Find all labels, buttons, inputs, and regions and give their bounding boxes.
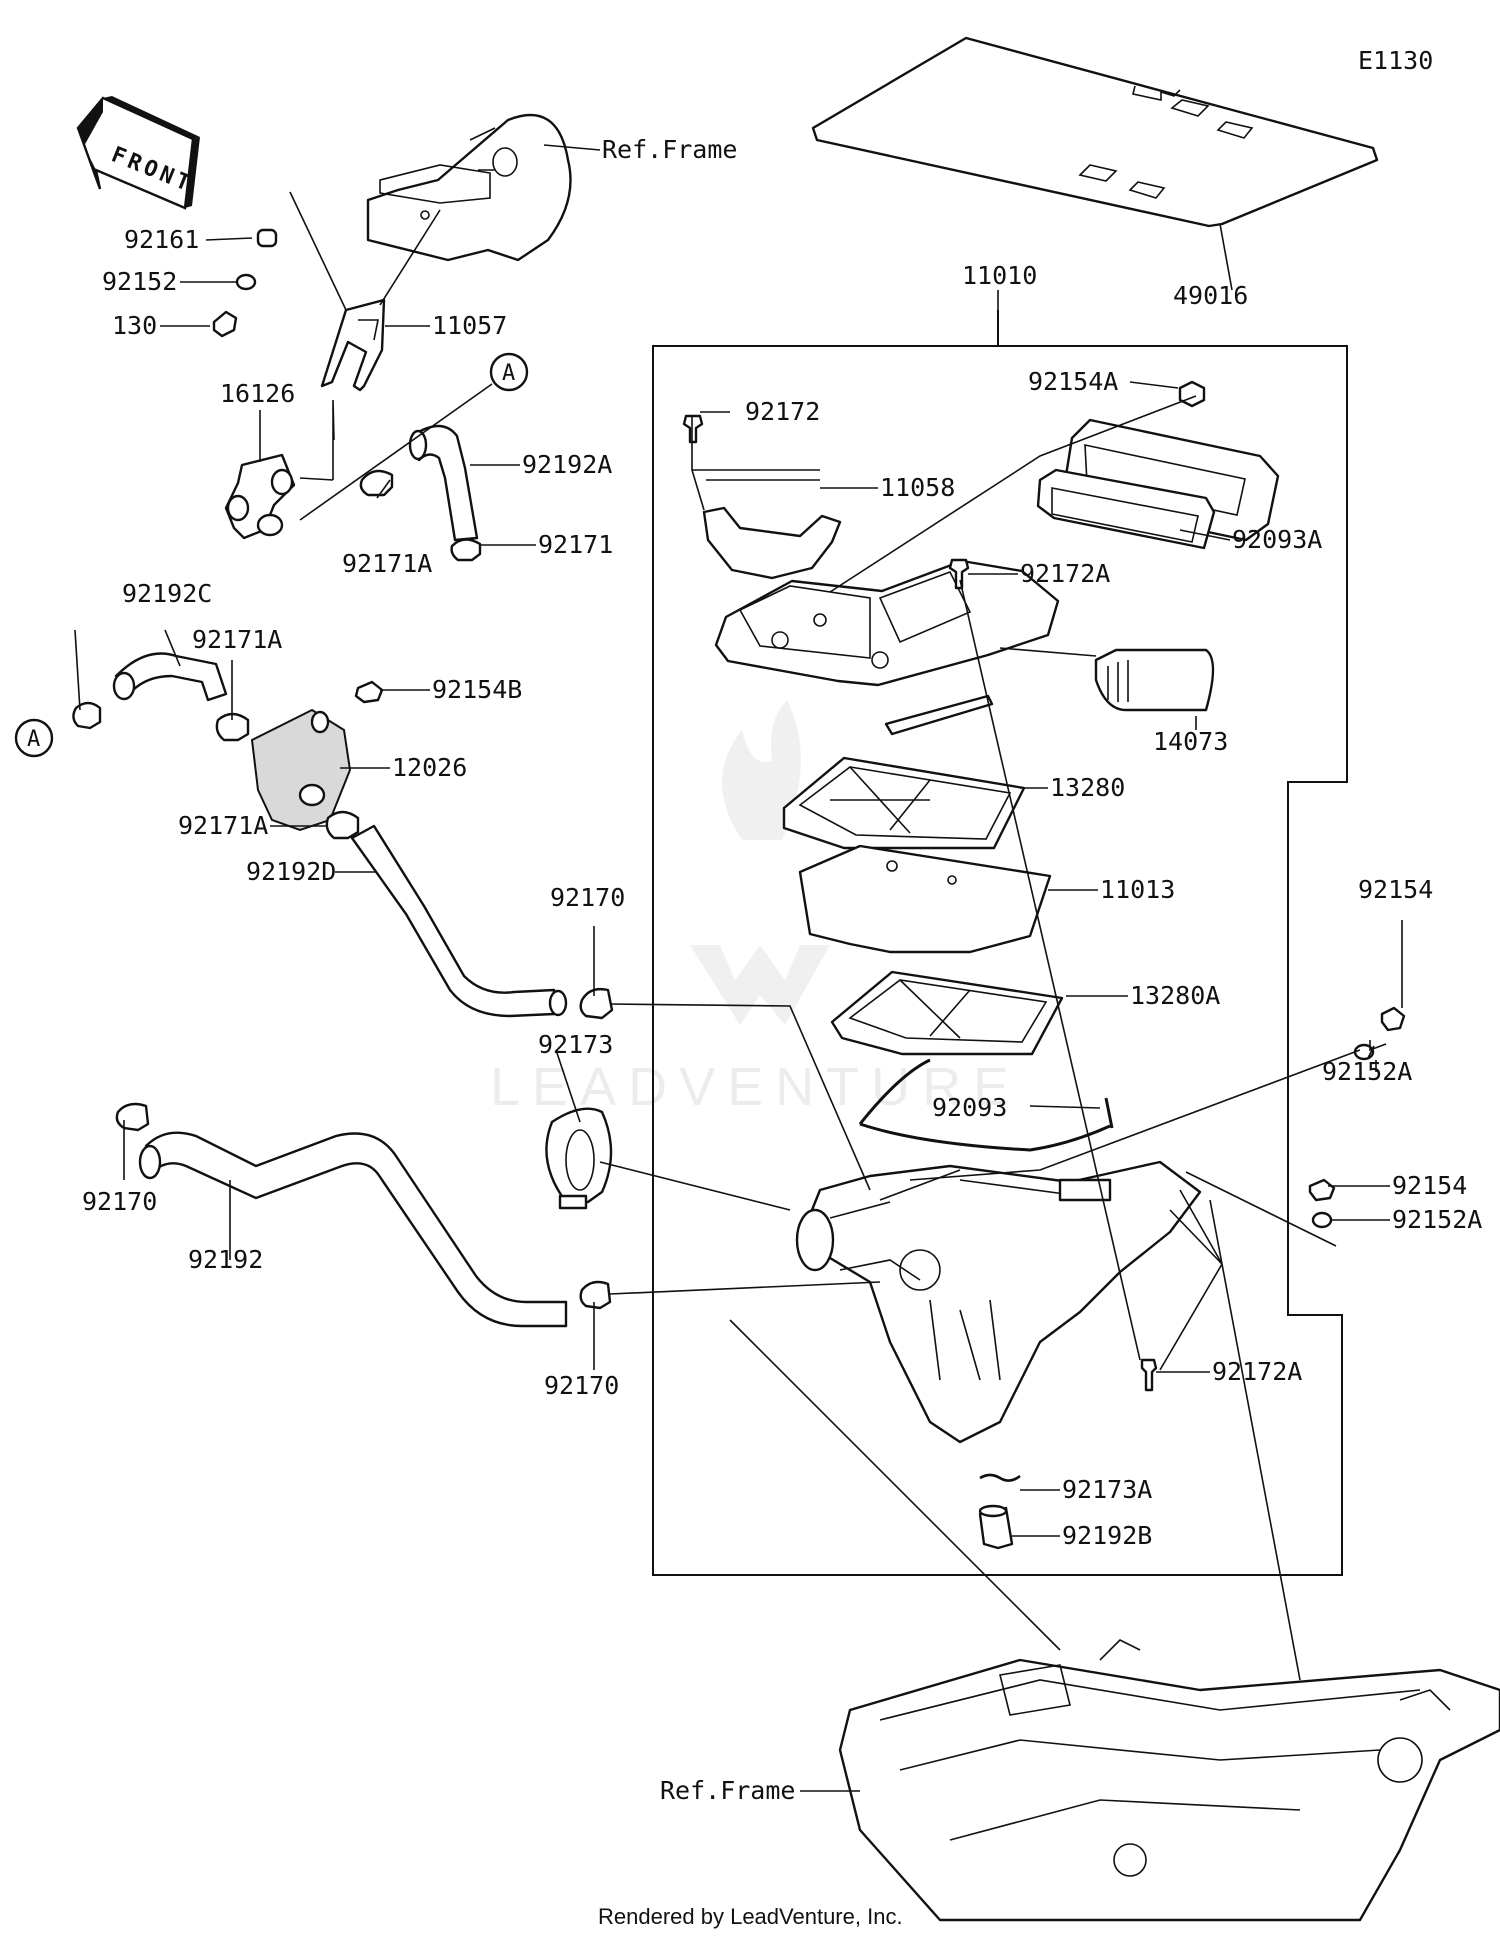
callout-49016: 49016 [1173, 281, 1248, 310]
part-11013 [798, 844, 1052, 954]
callout-92161: 92161 [124, 225, 199, 254]
callout-11058: 11058 [880, 473, 955, 502]
callout-11013: 11013 [1100, 875, 1175, 904]
part-92192C [112, 652, 228, 702]
washer-92152A-lower [1311, 1211, 1333, 1229]
band-92173 [545, 1107, 613, 1210]
ref-frame-lower [838, 1639, 1500, 1922]
connector-a-upper-letter: A [502, 361, 515, 386]
screw-92154-upper [1380, 1006, 1406, 1032]
callout-92170-upper: 92170 [550, 883, 625, 912]
callout-92154-upper: 92154 [1358, 875, 1433, 904]
clamp-92170-left [115, 1102, 150, 1132]
callout-labels: 49016 11010 92161 92152 130 11057 16126 … [82, 135, 1482, 1805]
hardware-92161 [256, 228, 278, 248]
clamp-92170-lower [579, 1280, 612, 1310]
callout-92192B: 92192B [1062, 1521, 1152, 1550]
callout-92173: 92173 [538, 1030, 613, 1059]
part-92192D [350, 824, 568, 1018]
screw-92154-lower [1308, 1178, 1336, 1202]
callout-92192: 92192 [188, 1245, 263, 1274]
ref-frame-upper [366, 113, 572, 262]
part-11010-cover [714, 559, 1060, 687]
part-16126 [224, 453, 296, 540]
watermark-text: LEADVENTURE [490, 1057, 1021, 1117]
callout-92172A-upper: 92172A [1020, 559, 1110, 588]
callout-92192A: 92192A [522, 450, 612, 479]
callout-92170-left: 92170 [82, 1187, 157, 1216]
callout-92152A-lower: 92152A [1392, 1205, 1482, 1234]
part-14073 [1094, 648, 1215, 712]
part-92192B [978, 1504, 1014, 1550]
callout-92154-lower: 92154 [1392, 1171, 1467, 1200]
screw-92154B [354, 680, 384, 704]
assembly-box-11010 [652, 310, 1348, 1576]
callout-92171A-lower: 92171A [178, 811, 268, 840]
callout-92170-lower: 92170 [544, 1371, 619, 1400]
watermark: LEADVENTURE [490, 700, 1021, 1117]
connector-a-left: A [14, 701, 102, 758]
screw-92172 [682, 414, 704, 444]
callout-ref-frame-lower: Ref.Frame [660, 1776, 795, 1805]
callout-14073: 14073 [1153, 727, 1228, 756]
callout-92192D: 92192D [246, 857, 336, 886]
front-arrow-icon: FRONT [76, 96, 200, 210]
footer-credit: Rendered by LeadVenture, Inc. [598, 1904, 903, 1929]
callout-16126: 16126 [220, 379, 295, 408]
clamp-92171A-mid [215, 712, 250, 742]
part-13280 [782, 756, 1026, 850]
callout-92171A-mid: 92171A [192, 625, 282, 654]
callout-12026: 12026 [392, 753, 467, 782]
diagram-code: E1130 [1358, 46, 1433, 75]
callout-92173A: 92173A [1062, 1475, 1152, 1504]
callout-92171: 92171 [538, 530, 613, 559]
part-13280A [830, 970, 1064, 1056]
screw-92172A-lower [1140, 1358, 1158, 1392]
clamp-92170-upper [579, 987, 614, 1020]
screw-92154A [1178, 380, 1206, 408]
part-92192A [408, 424, 479, 542]
callout-92093: 92093 [932, 1093, 1007, 1122]
callout-92152A-upper: 92152A [1322, 1057, 1412, 1086]
connector-a-upper: A [489, 352, 529, 392]
part-92192 [138, 1131, 568, 1328]
callout-92152: 92152 [102, 267, 177, 296]
strip-bracket [884, 694, 994, 736]
callout-11010: 11010 [962, 261, 1037, 290]
part-92093A [1036, 418, 1280, 550]
callout-13280A: 13280A [1130, 981, 1220, 1010]
clamp-92171 [450, 538, 482, 562]
callout-92093A: 92093A [1232, 525, 1322, 554]
callout-ref-frame-upper: Ref.Frame [602, 135, 737, 164]
callout-92192C: 92192C [122, 579, 212, 608]
connector-a-left-letter: A [27, 727, 40, 752]
part-11057 [320, 298, 386, 392]
callout-130: 130 [112, 311, 157, 340]
clamp-92171A-lower [325, 810, 360, 840]
part-11010-airbox [795, 1160, 1202, 1444]
hardware-130 [212, 310, 238, 338]
callout-92154B: 92154B [432, 675, 522, 704]
hardware-92152 [235, 273, 257, 291]
leader-lines [74, 144, 1403, 1792]
part-49016 [811, 36, 1379, 228]
clip-92173A [979, 1473, 1021, 1482]
callout-11057: 11057 [432, 311, 507, 340]
part-11058 [702, 479, 842, 580]
callout-92154A: 92154A [1028, 367, 1118, 396]
callout-92172A-lower: 92172A [1212, 1357, 1302, 1386]
callout-13280: 13280 [1050, 773, 1125, 802]
callout-92171A-upper: 92171A [342, 549, 432, 578]
callout-92172: 92172 [745, 397, 820, 426]
part-92093 [858, 1058, 1114, 1152]
